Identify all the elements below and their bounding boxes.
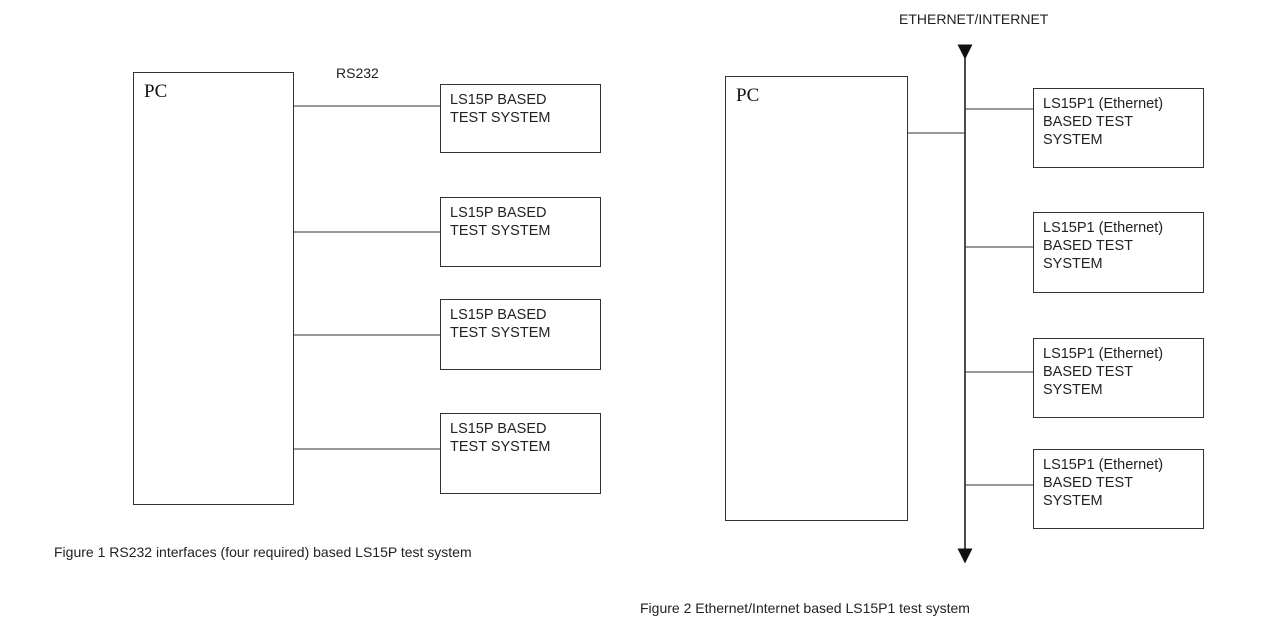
figure1-test-system-4: LS15P BASED TEST SYSTEM (440, 413, 601, 494)
figure2-test-system-2: LS15P1 (Ethernet) BASED TEST SYSTEM (1033, 212, 1204, 293)
figure1-test-system-1: LS15P BASED TEST SYSTEM (440, 84, 601, 153)
rs232-label: RS232 (336, 65, 379, 81)
figure1-test-system-2: LS15P BASED TEST SYSTEM (440, 197, 601, 267)
figure2-pc-box: PC (725, 76, 908, 521)
figure1-pc-label: PC (144, 81, 168, 102)
figure2-test-system-3: LS15P1 (Ethernet) BASED TEST SYSTEM (1033, 338, 1204, 418)
figure2-test-system-1: LS15P1 (Ethernet) BASED TEST SYSTEM (1033, 88, 1204, 168)
ethernet-internet-label: ETHERNET/INTERNET (899, 11, 1049, 27)
figure2-caption: Figure 2 Ethernet/Internet based LS15P1 … (640, 600, 970, 616)
figure1-caption: Figure 1 RS232 interfaces (four required… (54, 544, 472, 560)
figure2-pc-label: PC (736, 85, 760, 106)
figure2-test-system-4: LS15P1 (Ethernet) BASED TEST SYSTEM (1033, 449, 1204, 529)
figure1-test-system-3: LS15P BASED TEST SYSTEM (440, 299, 601, 370)
figure1-pc-box: PC (133, 72, 294, 505)
